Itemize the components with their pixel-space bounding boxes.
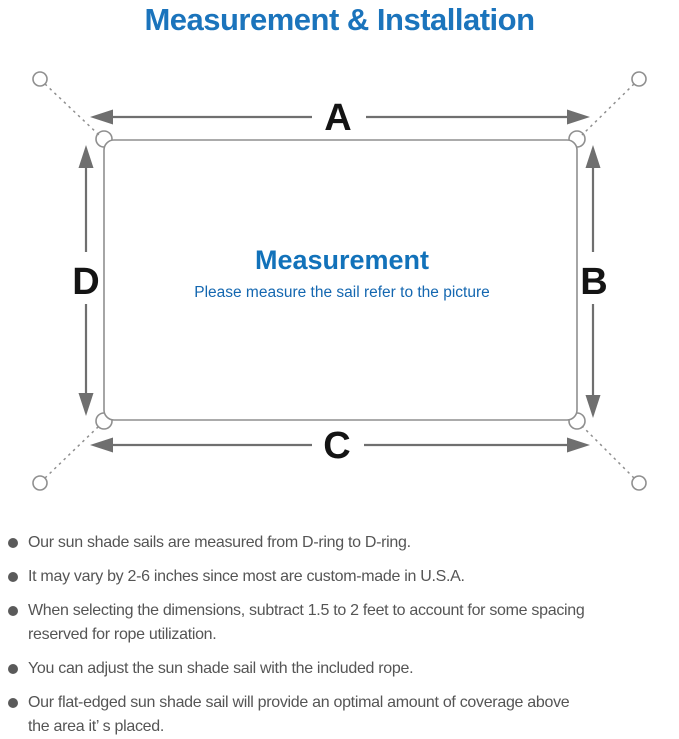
anchor-point-bottom-left [32,475,48,491]
rope-bottom-right [581,425,635,479]
dimension-arrow-d [78,145,94,416]
dimension-label-c: C [323,425,350,467]
note-adjust-rope: You can adjust the sun shade sail with t… [0,657,671,681]
dimension-arrow-c [90,437,590,453]
rope-top-right [581,83,635,136]
anchor-point-top-right [631,71,647,87]
rope-top-left [44,83,100,136]
note-subtract-feet: When selecting the dimensions, subtract … [0,599,671,647]
dimension-label-d: D [72,261,99,303]
dimension-arrow-a [90,109,590,125]
anchor-point-bottom-right [631,475,647,491]
measurement-diagram: A C D B Measurement Please measure the s… [32,71,647,491]
anchor-point-top-left [32,71,48,87]
diagram-center-subtitle: Please measure the sail refer to the pic… [194,284,490,301]
dimension-label-b: B [580,261,607,303]
dimension-label-a: A [324,97,351,139]
rope-bottom-left [44,425,100,479]
dimension-arrow-b [585,145,601,418]
note-measured-from-d-ring: Our sun shade sails are measured from D-… [0,531,671,555]
page-title: Measurement & Installation [144,2,535,37]
sail-rectangle [103,139,578,421]
note-coverage: Our flat-edged sun shade sail will provi… [0,691,671,739]
note-vary-inches: It may vary by 2-6 inches since most are… [0,565,671,589]
diagram-center-title: Measurement [255,245,429,275]
notes-list: Our sun shade sails are measured from D-… [0,527,671,739]
